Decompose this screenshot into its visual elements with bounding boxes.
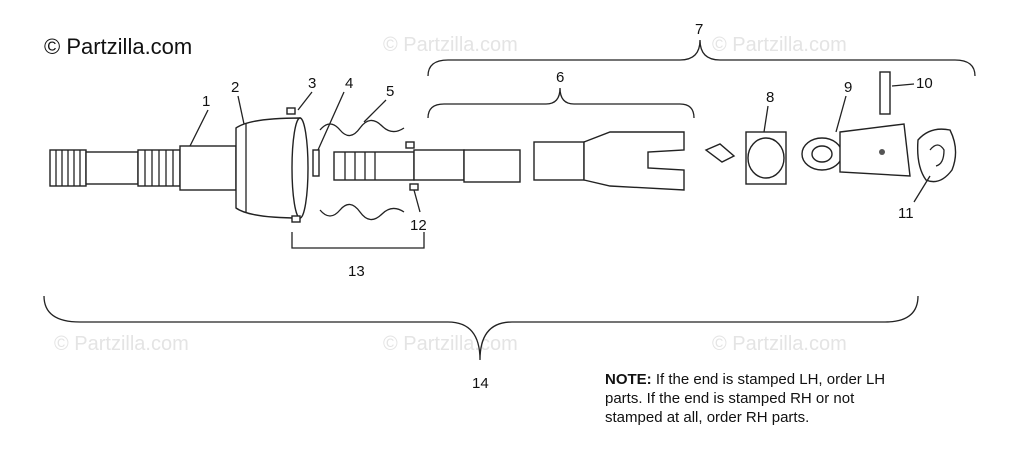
snap-ring [312,149,320,177]
callout-5: 5 [386,83,394,100]
bracket-6 [427,87,695,119]
leader-line [891,83,915,87]
watermark: © Partzilla.com [712,34,847,56]
callout-13: 13 [348,263,365,280]
callout-10: 10 [916,75,933,92]
cv-housing [235,117,309,219]
leader-line [317,91,345,151]
universal-joint-cross [704,131,787,185]
callout-1: 1 [202,93,210,110]
callout-7: 7 [695,21,703,38]
drive-shaft [333,131,685,191]
leader-line [835,95,847,133]
callout-3: 3 [308,75,316,92]
note-body: If the end is stamped LH, order LH parts… [605,371,886,426]
bracket-13 [291,232,425,249]
callout-8: 8 [766,89,774,106]
bracket-7 [427,39,976,77]
leader-line [297,91,313,111]
watermark: © Partzilla.com [712,333,847,355]
bracket-14 [43,295,919,361]
leader-line [237,95,245,125]
leader-line [413,189,421,213]
boot-outline [319,203,405,221]
leader-line [763,105,769,133]
stub-shaft [49,145,237,191]
callout-9: 9 [844,79,852,96]
callout-12: 12 [410,217,427,234]
yoke [801,123,911,177]
seal [916,128,957,183]
boot-outline [319,119,405,137]
callout-14: 14 [472,375,489,392]
copyright-text: © Partzilla.com [44,34,193,59]
callout-4: 4 [345,75,353,92]
leader-line [363,99,387,123]
leader-line [189,109,209,147]
clamp-clip [286,107,296,115]
leader-line [913,175,931,203]
note-heading: NOTE: [605,371,652,388]
callout-11: 11 [898,205,914,222]
clamp-clip [291,215,301,223]
note-text: NOTE: If the end is stamped LH, order LH… [605,370,905,427]
roll-pin [879,71,891,115]
watermark: © Partzilla.com [383,34,518,56]
callout-2: 2 [231,79,239,96]
watermark: © Partzilla.com [54,333,189,355]
callout-6: 6 [556,69,564,86]
